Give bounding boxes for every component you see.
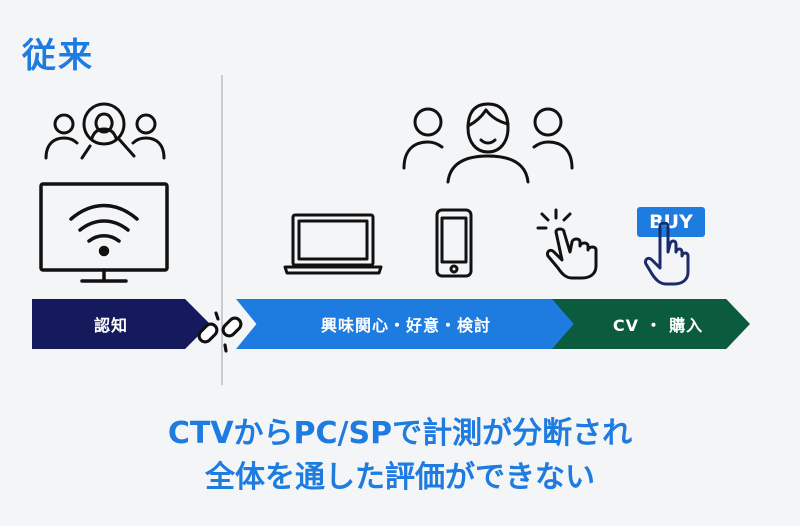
- smartphone-icon: [435, 208, 473, 278]
- page-title: 従来: [22, 36, 94, 76]
- stage-label: CV ・ 購入: [612, 316, 704, 335]
- caption-line-2: 全体を通した評価ができない: [205, 460, 595, 495]
- stage-label: 認知: [93, 316, 128, 335]
- caption-line-1: CTVからPC/SPで計測が分断され: [167, 416, 633, 451]
- stage-label: 興味関心・好意・検討: [320, 316, 491, 335]
- stage-conversion: CV ・ 購入: [552, 299, 750, 349]
- laptop-icon: [283, 213, 383, 275]
- stage-awareness: 認知: [32, 299, 210, 349]
- audience-group-icon: [402, 102, 574, 184]
- audience-search-icon: [44, 102, 166, 160]
- buy-hand-icon: [644, 222, 690, 286]
- stage-consideration: 興味関心・好意・検討: [236, 299, 576, 349]
- section-divider: [221, 75, 223, 385]
- broken-link-overlay-icon: [197, 311, 243, 353]
- tv-wifi-icon: [39, 182, 169, 283]
- tap-hand-icon: [536, 208, 598, 280]
